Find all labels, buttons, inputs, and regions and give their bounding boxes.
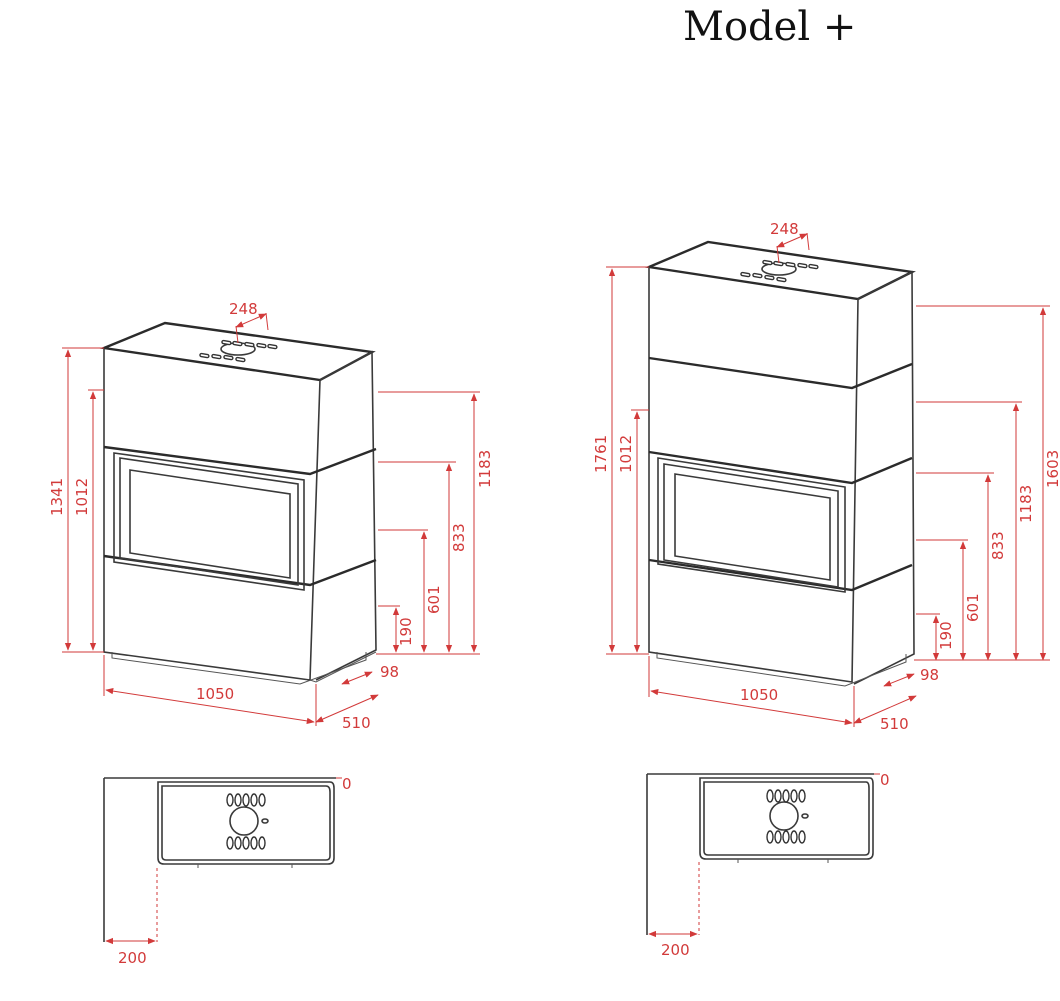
right-stove-front <box>648 267 859 683</box>
right-dim-98: 98 <box>920 666 939 684</box>
left-stove-side <box>315 350 377 681</box>
left-top-vents <box>199 339 278 363</box>
right-band-1 <box>648 356 913 390</box>
left-dim-510: 510 <box>342 714 371 732</box>
right-stove-side <box>853 270 915 685</box>
right-dim-0: 0 <box>880 771 890 789</box>
left-dim-190: 190 <box>397 617 415 646</box>
right-band-3 <box>648 558 913 592</box>
left-door-glass <box>129 469 291 579</box>
right-dim-833: 833 <box>989 531 1007 560</box>
right-top-vents <box>740 259 819 283</box>
right-stove-top <box>644 240 916 301</box>
right-dim-510: 510 <box>880 715 909 733</box>
left-dim-601: 601 <box>425 585 443 614</box>
left-dim-200: 200 <box>118 949 147 967</box>
right-stove-view <box>644 240 916 687</box>
right-plan-view <box>646 773 880 938</box>
left-plan-view <box>103 777 342 945</box>
right-dim-248: 248 <box>770 220 799 238</box>
right-dim-1012: 1012 <box>617 435 635 473</box>
left-dim-248: 248 <box>229 300 258 318</box>
left-stove-view <box>99 321 377 685</box>
right-band-2 <box>648 450 913 485</box>
left-stove-top <box>99 321 376 382</box>
left-stove-front <box>103 348 321 681</box>
page-title: Model + <box>683 4 857 50</box>
left-dim-1012: 1012 <box>73 478 91 516</box>
right-dim-1050: 1050 <box>740 686 778 704</box>
right-dim-200: 200 <box>661 941 690 959</box>
right-dim-1761: 1761 <box>592 435 610 473</box>
left-door-frame <box>113 452 305 591</box>
left-dimensions: 1341 1012 1183 833 601 190 98 1050 510 <box>48 300 494 732</box>
right-dim-1183: 1183 <box>1017 485 1035 523</box>
right-dim-1603: 1603 <box>1044 450 1060 488</box>
left-dim-1341: 1341 <box>48 478 66 516</box>
left-dim-833: 833 <box>450 523 468 552</box>
left-dim-1183: 1183 <box>476 450 494 488</box>
right-plan-flue <box>769 801 799 831</box>
right-dim-601: 601 <box>964 593 982 622</box>
left-dim-0: 0 <box>342 775 352 793</box>
right-dim-190: 190 <box>937 621 955 650</box>
left-band-upper <box>103 445 377 476</box>
left-plan-flue <box>229 806 259 836</box>
right-door-glass <box>674 473 831 581</box>
left-dim-1050: 1050 <box>196 685 234 703</box>
left-dim-98: 98 <box>380 663 399 681</box>
right-dimensions: 1761 1012 1603 1183 833 601 190 98 1050 … <box>592 220 1060 733</box>
right-door-frame <box>657 457 846 593</box>
